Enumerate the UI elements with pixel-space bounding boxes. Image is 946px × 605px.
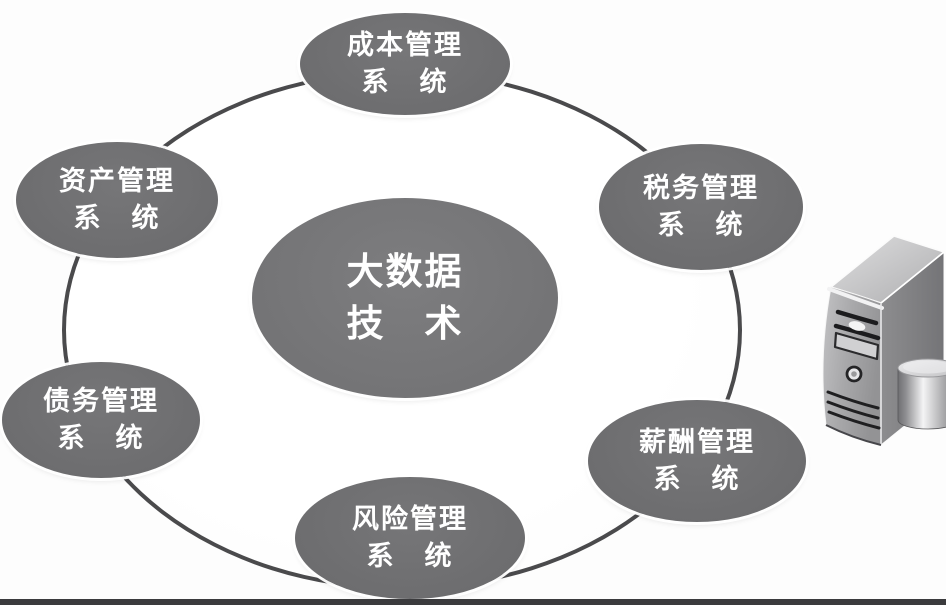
node-label-line2: 技 术	[346, 303, 464, 344]
node-label-line1: 大数据	[346, 251, 464, 292]
node-tax-management-system: 税务管理 系 统	[599, 144, 803, 270]
node-label-line2: 系 统	[57, 423, 145, 453]
server-database-icon	[822, 235, 946, 447]
node-big-data-technology: 大数据 技 术	[252, 198, 558, 398]
node-label-line1: 债务管理	[43, 386, 159, 416]
footer-bar	[0, 599, 946, 605]
node-label-line1: 成本管理	[347, 30, 463, 60]
node-label-line1: 税务管理	[643, 173, 759, 203]
node-risk-management-system: 风险管理 系 统	[295, 477, 525, 599]
node-label-line2: 系 统	[653, 464, 741, 494]
node-debt-management-system: 债务管理 系 统	[2, 362, 200, 478]
node-label-line2: 系 统	[657, 210, 745, 240]
vent-slit-icon	[833, 323, 881, 341]
vent-line-icon	[827, 410, 881, 430]
node-cost-management-system: 成本管理 系 统	[300, 13, 510, 115]
drive-button-icon	[848, 321, 866, 331]
node-label-line2: 系 统	[361, 67, 449, 97]
node-asset-management-system: 资产管理 系 统	[16, 142, 218, 258]
node-label-line2: 系 统	[73, 203, 161, 233]
vent-line-icon	[826, 390, 880, 410]
node-label-line1: 薪酬管理	[639, 427, 755, 457]
node-label-line2: 系 统	[366, 541, 454, 571]
node-payroll-management-system: 薪酬管理 系 统	[588, 400, 806, 522]
vent-line-icon	[826, 400, 880, 420]
node-label-line1: 资产管理	[59, 166, 175, 196]
drive-bay-icon	[833, 331, 880, 361]
database-cylinder-icon	[897, 358, 946, 430]
server-tower-icon	[822, 235, 945, 447]
vent-slit-icon	[835, 309, 879, 326]
node-label-line1: 风险管理	[352, 504, 468, 534]
